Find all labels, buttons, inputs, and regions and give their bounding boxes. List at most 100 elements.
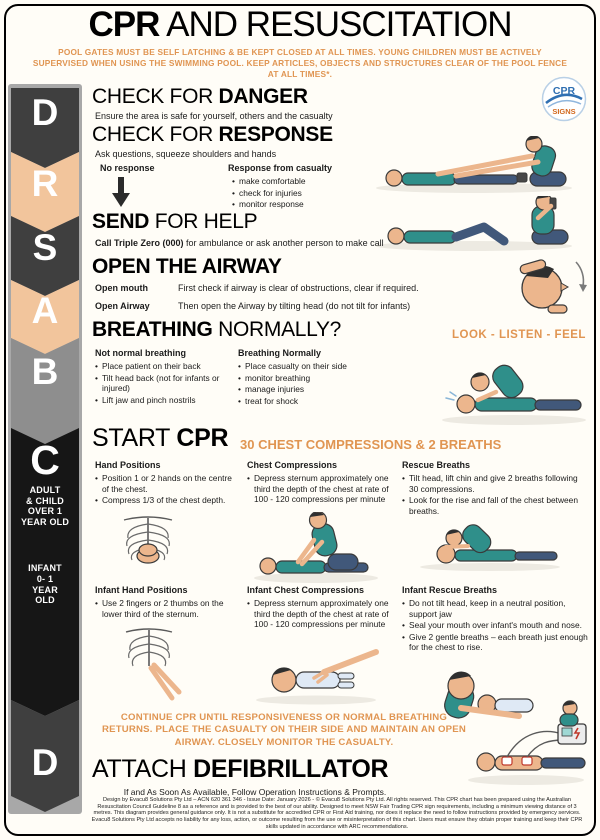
bullet-item: Give 2 gentle breaths – each breath just… [402, 632, 588, 653]
response-bullet-list: make comfortablecheck for injuriesmonito… [232, 176, 362, 210]
infant-hand-positions-title: Infant Hand Positions [95, 585, 188, 595]
cpr-heading-bold: CPR [176, 424, 229, 452]
letter-a-airway: A [31, 290, 59, 331]
bullet-item: Tilt head, lift chin and give 2 breaths … [402, 473, 588, 494]
no-response-label: No response [100, 163, 155, 173]
chest-compressions-title: Chest Compressions [247, 460, 338, 470]
response-from-casualty-label: Response from casualty [228, 163, 333, 173]
danger-heading-light: CHECK FOR [92, 85, 219, 108]
rescue-breaths-column: Rescue Breaths Tilt head, lift chin and … [402, 460, 588, 517]
illustration-call-for-help [376, 196, 572, 251]
not-normal-breathing-list: Place patient on their backTilt head bac… [95, 361, 232, 405]
illustration-defibrillator [468, 700, 587, 785]
airway-heading: OPEN THE AIRWAY [92, 255, 282, 279]
send-heading-bold: SEND [92, 210, 150, 233]
bullet-item: Place casualty on their side [238, 361, 388, 372]
chevron-defibrillator: D [11, 700, 79, 812]
bullet-item: manage injuries [238, 384, 388, 395]
rescue-breaths-title: Rescue Breaths [402, 460, 471, 470]
chevron-breathing: B [11, 338, 79, 444]
defib-heading-light: ATTACH [92, 755, 194, 783]
bullet-item: Lift jaw and pinch nostrils [95, 395, 232, 406]
bullet-item: Do not tilt head, keep in a neutral posi… [402, 598, 588, 619]
cpr-heading-light: START [92, 424, 177, 452]
infant-rescue-breaths-column: Infant Rescue Breaths Do not tilt head, … [402, 585, 588, 654]
chevron-danger: D [11, 88, 79, 168]
bullet-item: Compress 1/3 of the chest depth. [95, 495, 237, 506]
illustration-adult-compressions [254, 512, 378, 583]
breathing-normally-title: Breathing Normally [238, 348, 322, 358]
airway-heading-bold: OPEN THE AIRWAY [92, 255, 282, 278]
breathing-normally-list: Place casualty on their sidemonitor brea… [238, 361, 388, 406]
open-airway-label: Open Airway [95, 301, 150, 311]
letter-b-breathing: B [31, 351, 59, 392]
legal-footer: Design by Evacu8 Solutions Pty Ltd – ACN… [91, 797, 583, 830]
illustration-infant-compressions [256, 649, 379, 705]
logo-badge-icon: CPR SIGNS [541, 76, 587, 122]
illustration-infant-ribcage [125, 628, 182, 701]
response-text: Ask questions, squeeze shoulders and han… [95, 149, 277, 159]
danger-heading: CHECK FOR DANGER [92, 85, 308, 109]
look-listen-feel-text: LOOK - LISTEN - FEEL [452, 329, 586, 341]
bullet-item: monitor response [232, 199, 362, 210]
defib-text: If and As Soon As Available, Follow Oper… [123, 787, 387, 797]
open-mouth-label: Open mouth [95, 283, 148, 293]
defib-heading: ATTACH DEFIBRILLATOR [92, 755, 389, 784]
send-text-rest: for ambulance or ask another person to m… [183, 238, 384, 248]
letter-c-cpr: C [30, 437, 60, 483]
infant-chest-compressions-column: Infant Chest Compressions Depress sternu… [247, 585, 395, 631]
breathing-heading-light: NORMALLY? [212, 318, 342, 341]
send-heading-light: FOR HELP [149, 210, 258, 233]
response-heading: CHECK FOR RESPONSE [92, 123, 333, 147]
illustration-head-tilt [519, 259, 587, 314]
not-normal-breathing-column: Not normal breathing Place patient on th… [95, 348, 232, 406]
response-heading-light: CHECK FOR [92, 123, 219, 146]
open-mouth-text: First check if airway is clear of obstru… [178, 283, 419, 293]
danger-text: Ensure the area is safe for yourself, ot… [95, 111, 333, 121]
rescue-breaths-list: Tilt head, lift chin and give 2 breaths … [402, 473, 588, 516]
bullet-item: Depress sternum approximately one third … [247, 473, 395, 505]
continue-cpr-text: CONTINUE CPR UNTIL RESPONSIVENESS OR NOR… [101, 712, 466, 748]
bullet-item: Seal your mouth over infant's mouth and … [402, 620, 588, 631]
breathing-heading-bold: BREATHING [92, 318, 213, 341]
letter-d-danger: D [31, 92, 59, 133]
defib-heading-bold: DEFIBRILLATOR [193, 755, 389, 783]
bullet-item: Use 2 fingers or 2 thumbs on the lower t… [95, 598, 237, 619]
send-text-bold: Call Triple Zero (000) [95, 238, 184, 248]
illustration-adult-ribcage [123, 516, 173, 564]
down-arrow-icon [112, 177, 130, 207]
hand-positions-column: Hand Positions Position 1 or 2 hands on … [95, 460, 237, 507]
illustration-rescue-breaths [420, 524, 560, 571]
breathing-heading: BREATHING NORMALLY? [92, 318, 341, 342]
logo-signs-text: SIGNS [552, 107, 575, 116]
title-rest: AND RESUSCITATION [159, 5, 512, 44]
cpr-heading: START CPR [92, 424, 229, 453]
infant-rescue-breaths-title: Infant Rescue Breaths [402, 585, 498, 595]
bullet-item: Depress sternum approximately one third … [247, 598, 395, 630]
not-normal-breathing-title: Not normal breathing [95, 348, 187, 358]
illustration-look-listen-feel [442, 364, 586, 425]
send-text: Call Triple Zero (000) for ambulance or … [95, 238, 384, 249]
page-title: CPR AND RESUSCITATION [0, 5, 600, 45]
send-heading: SEND FOR HELP [92, 210, 258, 234]
pool-safety-warning: POOL GATES MUST BE SELF LATCHING & BE KE… [32, 47, 568, 79]
danger-heading-bold: DANGER [218, 85, 309, 108]
chest-compressions-list: Depress sternum approximately one third … [247, 473, 395, 505]
bullet-item: monitor breathing [238, 373, 388, 384]
illustration-check-response [376, 136, 572, 193]
response-actions: make comfortablecheck for injuriesmonito… [232, 176, 362, 211]
hand-positions-title: Hand Positions [95, 460, 161, 470]
bullet-item: check for injuries [232, 188, 362, 199]
illustration-infant-rescue-breaths [444, 671, 534, 719]
infant-rescue-breaths-list: Do not tilt head, keep in a neutral posi… [402, 598, 588, 653]
cpr-subheading: 30 CHEST COMPRESSIONS & 2 BREATHS [240, 437, 502, 452]
bullet-item: Tilt head back (not for infants or injur… [95, 373, 232, 394]
letter-r-response: R [31, 163, 59, 204]
logo-cpr-text: CPR [553, 85, 576, 97]
infant-chest-compressions-title: Infant Chest Compressions [247, 585, 365, 595]
letter-s-send: S [32, 227, 58, 268]
bullet-item: make comfortable [232, 176, 362, 187]
